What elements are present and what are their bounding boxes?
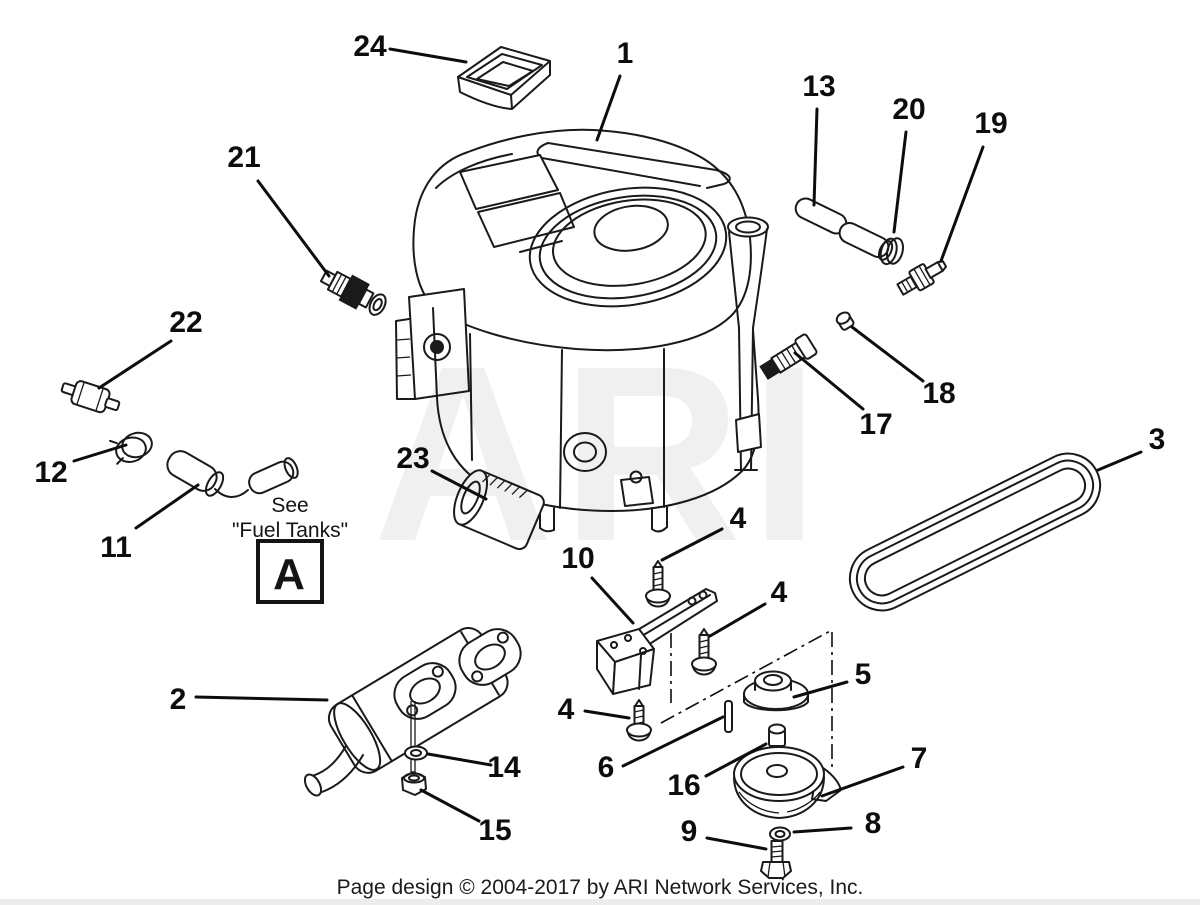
leader-19 [939, 145, 985, 263]
part-12-clamp-drawing [109, 431, 153, 465]
part-16-spacer-drawing [768, 723, 786, 747]
leader-4b [708, 602, 767, 638]
callout-6: 6 [598, 751, 615, 784]
part-3-belt-drawing [848, 452, 1102, 612]
part-18-plug-drawing [835, 311, 855, 331]
part-20-clip-drawing [879, 237, 904, 266]
reference-box-label: A [273, 550, 305, 599]
reference-note-line1: See [271, 494, 308, 517]
leader-11 [134, 483, 200, 530]
callout-labels: 1 2 3 4 4 4 5 6 7 8 9 10 11 12 13 14 15 … [34, 30, 1165, 848]
leader-4a [660, 527, 724, 562]
callout-24: 24 [353, 30, 387, 63]
part-13-fuel-line-drawing [794, 197, 894, 261]
part-19-fitting-drawing [896, 260, 948, 296]
callout-2: 2 [170, 683, 187, 716]
footer-text: Page design © 2004-2017 by ARI Network S… [337, 876, 864, 899]
leader-18 [850, 325, 925, 383]
part-24-tray-drawing [457, 46, 551, 110]
leader-8 [792, 826, 853, 834]
leader-1 [595, 74, 622, 142]
callout-16: 16 [667, 769, 700, 802]
callout-12: 12 [34, 456, 67, 489]
callout-9: 9 [681, 815, 698, 848]
alignment-centerlines [660, 629, 833, 772]
leader-2 [194, 695, 329, 702]
leader-13 [812, 107, 819, 207]
callout-8: 8 [865, 807, 882, 840]
reference-note-line2: "Fuel Tanks" [232, 519, 348, 542]
leader-9 [705, 836, 768, 851]
part-11-hose-drawing [166, 450, 299, 498]
leader-lines [72, 47, 1143, 851]
leader-7 [820, 765, 905, 798]
reference-box [256, 539, 324, 604]
callout-1: 1 [617, 37, 634, 70]
callout-5: 5 [855, 658, 872, 691]
leader-10 [590, 576, 635, 625]
callout-4-a: 4 [730, 502, 747, 535]
callout-15: 15 [478, 814, 511, 847]
leader-14 [426, 752, 493, 767]
leader-12 [72, 443, 128, 463]
leader-5 [792, 680, 849, 699]
reference-note: See "Fuel Tanks" A [232, 494, 348, 604]
callout-17: 17 [859, 408, 892, 441]
part-2-muffler-drawing [303, 627, 522, 797]
leader-4c [583, 709, 631, 720]
part-7-idler-pulley-drawing [733, 746, 842, 819]
callout-19: 19 [974, 107, 1007, 140]
part-23-oil-filter-drawing [453, 469, 545, 551]
leader-20 [892, 130, 908, 234]
callout-4-c: 4 [558, 693, 575, 726]
bottom-edge-bar [0, 899, 1200, 905]
callout-18: 18 [922, 377, 955, 410]
part-5-pulley-drawing [743, 670, 809, 712]
callout-4-b: 4 [771, 576, 788, 609]
leader-6 [621, 715, 725, 768]
callout-14: 14 [487, 751, 521, 784]
part-22-fuel-filter-drawing [60, 380, 121, 414]
leader-17 [793, 351, 865, 411]
callout-23: 23 [396, 442, 429, 475]
part-14-washer-drawing [404, 745, 428, 761]
callout-20: 20 [892, 93, 925, 126]
part-8-washer-drawing [769, 826, 791, 842]
callout-3: 3 [1149, 423, 1166, 456]
leader-16 [704, 742, 768, 778]
part-4-screw-c-drawing [626, 699, 652, 742]
part-6-pin-drawing [724, 700, 733, 733]
part-4-screw-b-drawing [691, 628, 717, 676]
callout-13: 13 [802, 70, 835, 103]
leader-15 [419, 788, 481, 823]
callout-11: 11 [100, 531, 132, 564]
callout-22: 22 [169, 306, 202, 339]
leader-24 [388, 47, 468, 64]
part-17-bolt-drawing [759, 333, 818, 380]
callout-21: 21 [227, 141, 260, 174]
part-4-screw-a-drawing [645, 560, 671, 608]
leader-23 [430, 469, 488, 501]
callout-7: 7 [911, 742, 928, 775]
leader-21 [256, 179, 331, 278]
part-21-spark-plug-drawing [319, 269, 387, 316]
leader-3 [1096, 450, 1143, 472]
part-10-bracket-drawing [596, 588, 718, 695]
watermark-text: ARI [373, 314, 828, 593]
part-15-nut-drawing [401, 771, 427, 796]
part-9-bolt-drawing [760, 840, 792, 879]
leader-22 [97, 339, 173, 390]
part-1-engine-drawing [395, 128, 769, 533]
callout-10: 10 [561, 542, 594, 575]
